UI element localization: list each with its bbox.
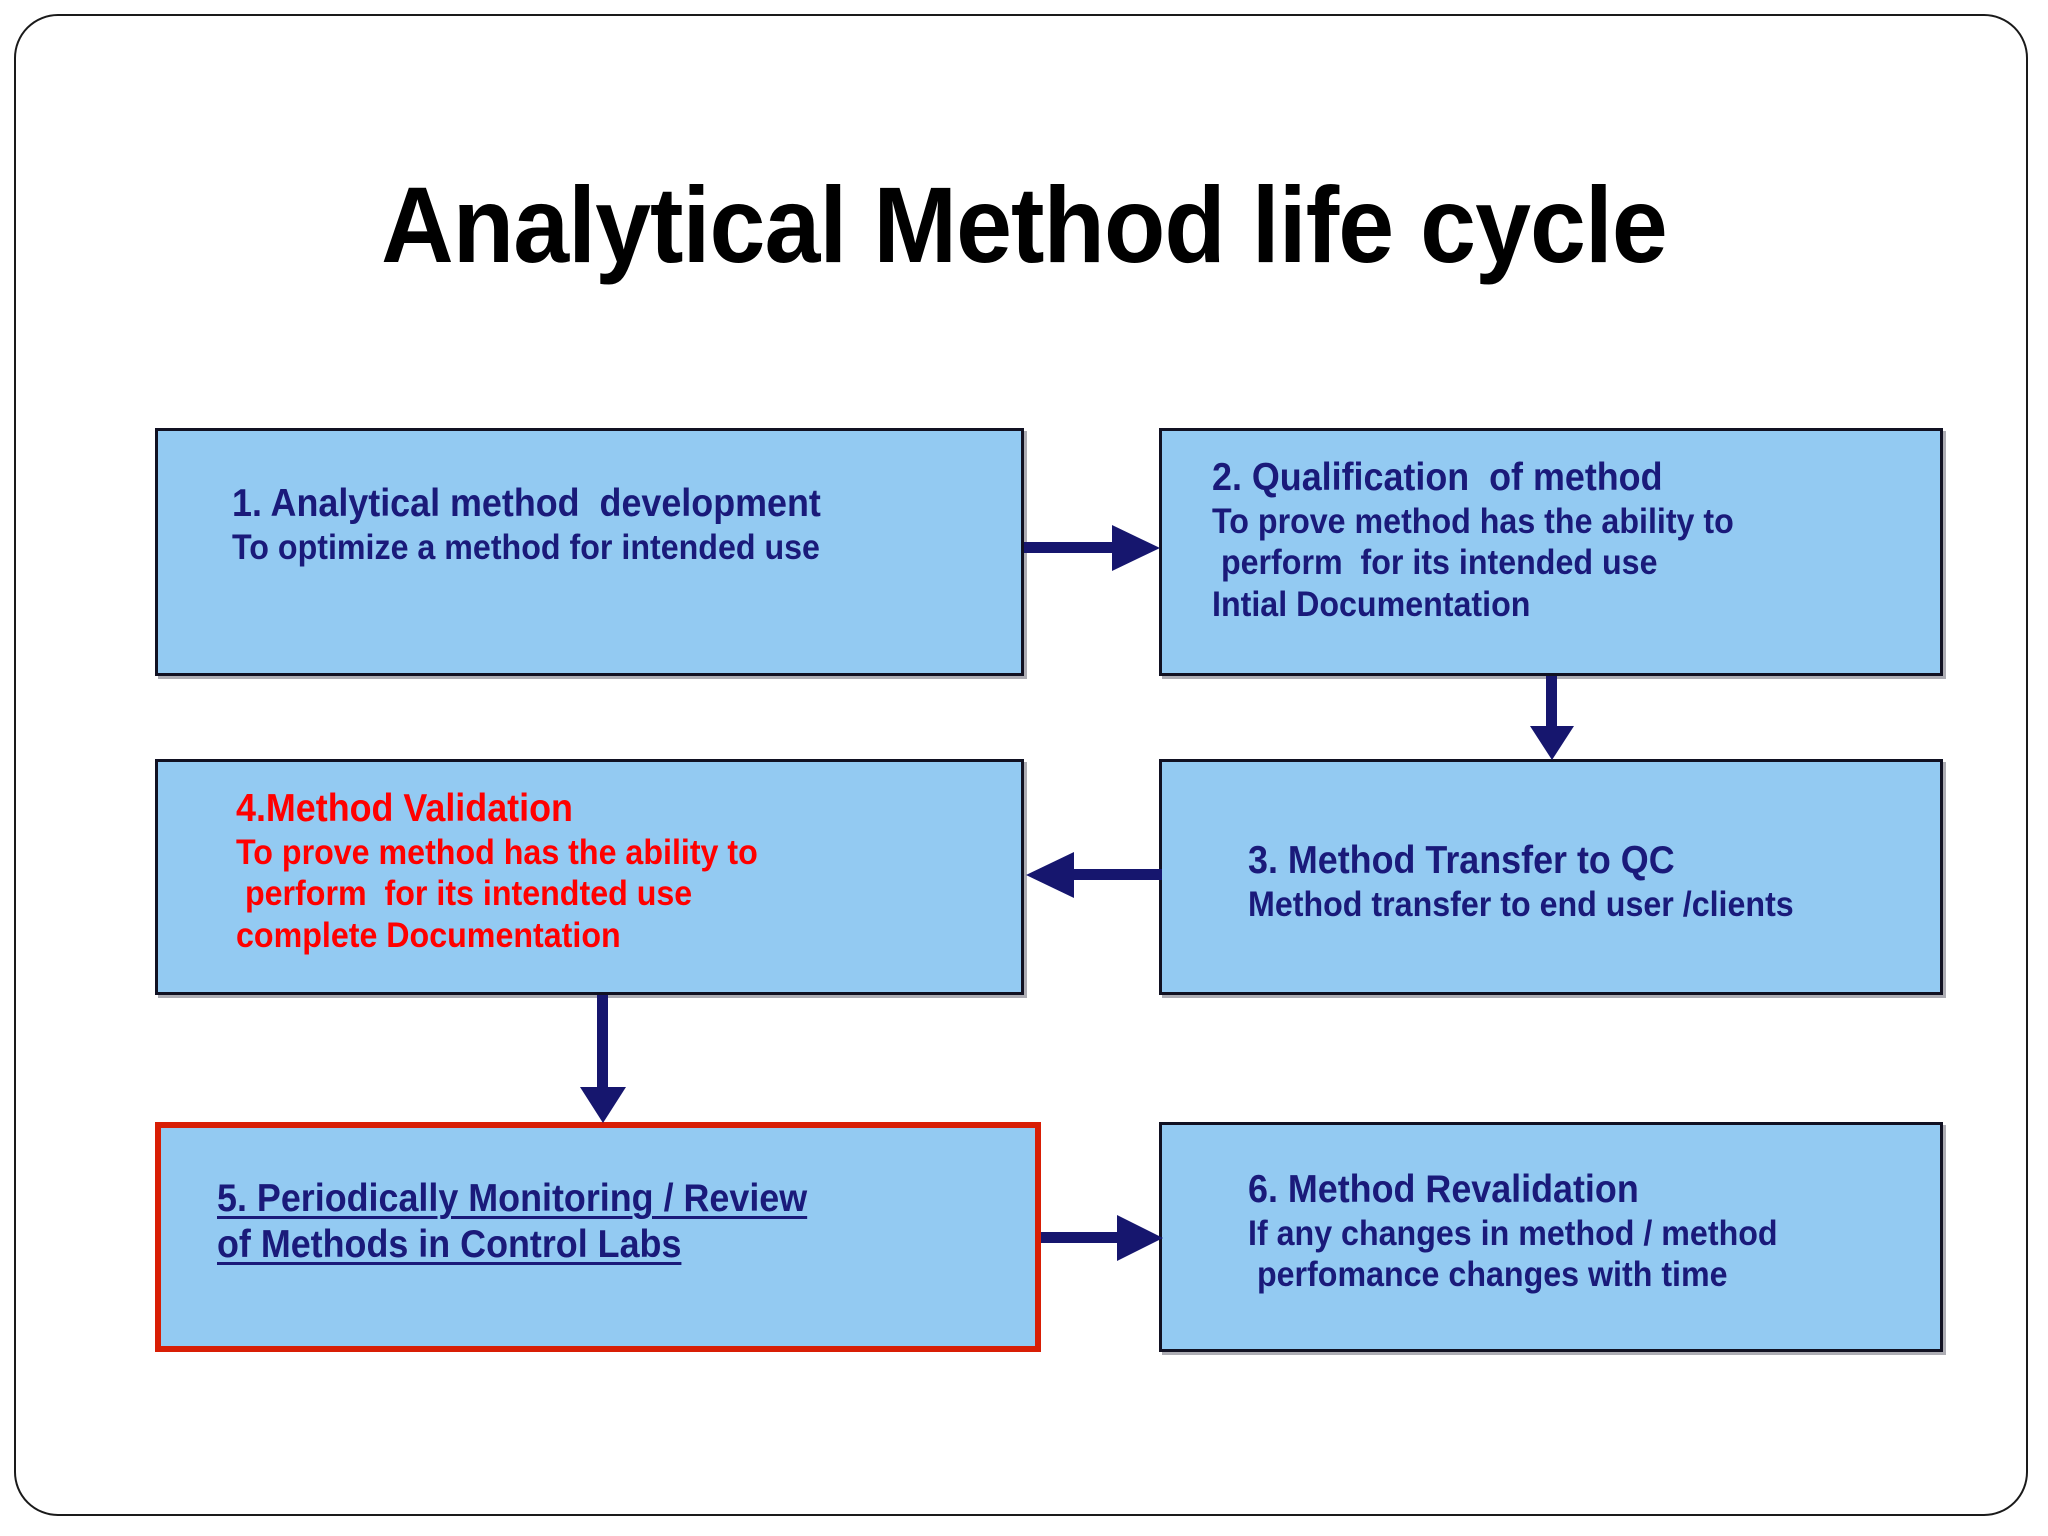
box-2-heading: 2. Qualification of method	[1212, 456, 1663, 499]
page-title: Analytical Method life cycle	[381, 164, 1668, 285]
box-4-heading: 4.Method Validation	[236, 787, 573, 830]
box-3-line-1: Method transfer to end user /clients	[1248, 885, 1794, 925]
box-2-line-2: perform for its intended use	[1212, 543, 1658, 583]
box-1-heading: 1. Analytical method development	[232, 482, 821, 525]
box-2-line-3: Intial Documentation	[1212, 584, 1531, 624]
box-1-line-1: To optimize a method for intended use	[232, 528, 820, 568]
box-5-heading: 5. Periodically Monitoring / Review	[217, 1177, 808, 1220]
process-box-5[interactable]: 5. Periodically Monitoring / Review of M…	[155, 1122, 1041, 1352]
process-box-3[interactable]: 3. Method Transfer to QC Method transfer…	[1159, 759, 1943, 995]
process-box-6[interactable]: 6. Method Revalidation If any changes in…	[1159, 1122, 1943, 1352]
process-box-1[interactable]: 1. Analytical method development To opti…	[155, 428, 1024, 676]
process-box-2[interactable]: 2. Qualification of method To prove meth…	[1159, 428, 1943, 676]
process-box-4[interactable]: 4.Method Validation To prove method has …	[155, 759, 1024, 995]
arrow-4-to-5	[570, 995, 660, 1125]
box-6-line-1: If any changes in method / method	[1248, 1214, 1778, 1254]
box-4-line-2: perform for its intendted use	[236, 874, 693, 914]
box-6-heading: 6. Method Revalidation	[1248, 1168, 1639, 1211]
box-4-line-1: To prove method has the ability to	[236, 833, 758, 873]
box-3-heading: 3. Method Transfer to QC	[1248, 839, 1675, 882]
arrow-3-to-4	[1022, 840, 1162, 910]
box-5-line-1: of Methods in Control Labs	[217, 1223, 682, 1267]
box-6-line-2: perfomance changes with time	[1248, 1255, 1728, 1295]
arrow-5-to-6	[1041, 1203, 1167, 1273]
arrow-2-to-3	[1512, 676, 1602, 762]
arrow-1-to-2	[1024, 513, 1164, 583]
box-2-line-1: To prove method has the ability to	[1212, 502, 1734, 542]
box-4-line-3: complete Documentation	[236, 915, 621, 955]
